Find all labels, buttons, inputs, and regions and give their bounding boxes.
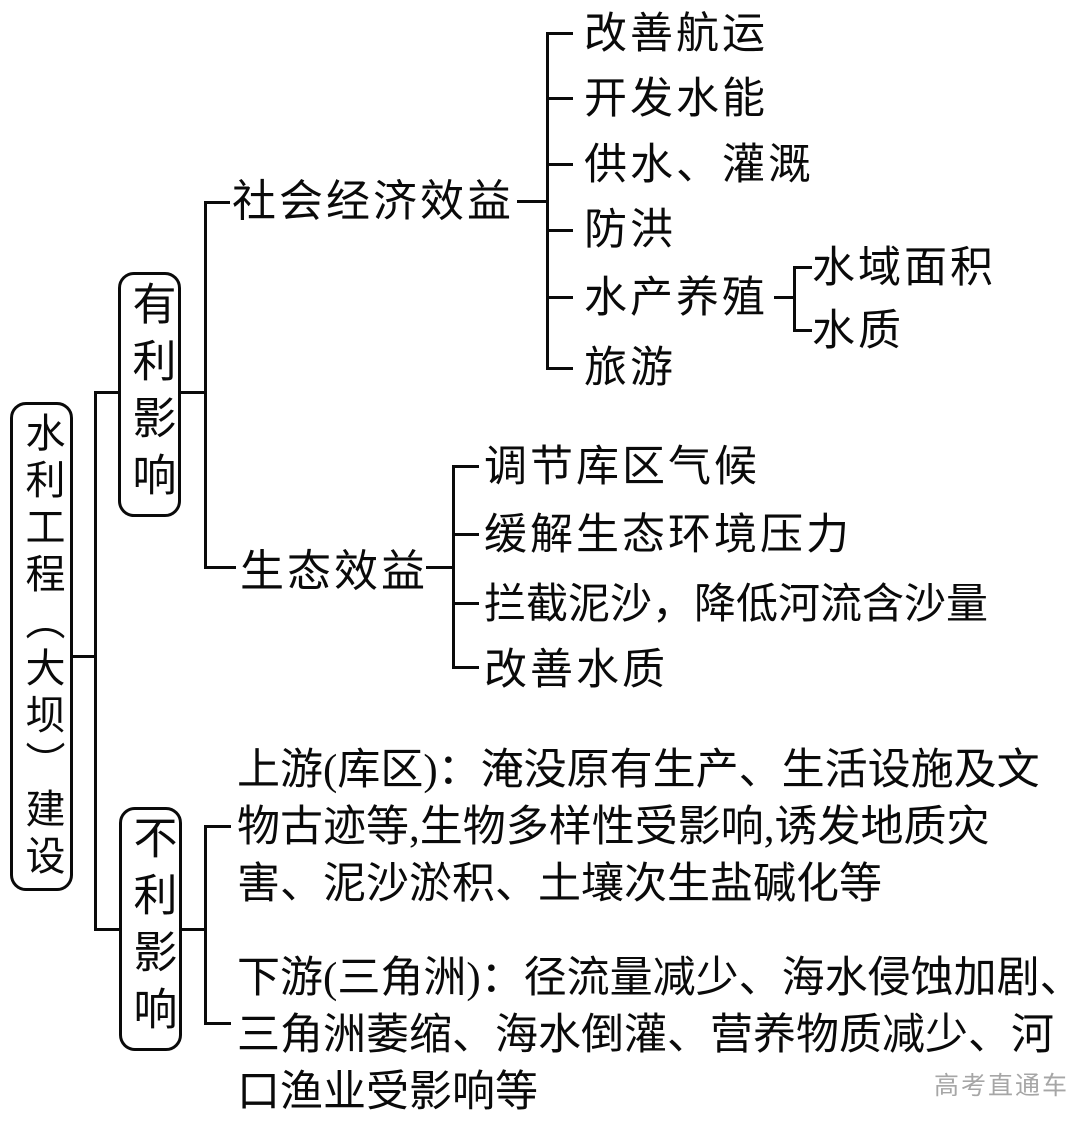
connector-socio-bracket [546,32,549,370]
node-aquaculture: 水产养殖 [584,275,768,322]
watermark-text: 高考直通车 [934,1072,1070,1100]
connector-tick-aquaculture [546,296,573,299]
downstream-line-1: 下游(三角洲)：径流量减少、海水侵蚀加剧、 [237,955,1080,1002]
connector-tick-improve-water [452,666,479,669]
connector-tick-irrigation [546,163,573,166]
node-flood-control: 防洪 [584,207,676,254]
node-develop-hydropower: 开发水能 [584,76,768,123]
connector-tick-tourism [546,367,573,370]
connector-tick-water-area [793,266,812,269]
connector-favorable-bracket [204,201,207,569]
unfavorable-branch-label: 不利影响 [126,815,176,1043]
node-improve-shipping: 改善航运 [584,11,768,58]
connector-unfavorable-bracket [204,825,207,1025]
connector-tick-sediment [452,602,479,605]
connector-tick-flood [546,229,573,232]
connector-aquaculture-bracket [793,266,796,332]
connector-eco-bracket [452,465,455,669]
node-ease-eco-pressure: 缓解生态环境压力 [484,512,852,559]
upstream-line-2: 物古迹等,生物多样性受影响,诱发地质灾 [237,804,990,851]
downstream-line-3: 口渔业受影响等 [237,1069,538,1116]
paragraph-downstream: 下游(三角洲)：径流量减少、海水侵蚀加剧、 三角洲萎缩、海水倒灌、营养物质减少、… [237,950,1080,1121]
node-water-supply-irrigation: 供水、灌溉 [584,142,814,189]
connector-tick-water-quality [793,329,812,332]
connector-unfavorable-right [181,928,207,931]
node-ecological: 生态效益 [240,547,428,596]
paragraph-upstream: 上游(库区)：淹没原有生产、生活设施及文 物古迹等,生物多样性受影响,诱发地质灾… [237,742,1040,913]
connector-root-stub [72,655,96,658]
upstream-line-3: 害、泥沙淤积、土壤次生盐碱化等 [237,861,882,908]
connector-tick-eco-pressure [452,533,479,536]
downstream-line-2: 三角洲萎缩、海水倒灌、营养物质减少、河 [237,1012,1054,1059]
upstream-line-1: 上游(库区)：淹没原有生产、生活设施及文 [237,747,1040,794]
root-node-box: 水利工程（大坝）建设 [10,402,73,891]
connector-tick-climate [452,465,479,468]
connector-socio-dash [517,200,548,203]
connector-tick-hydropower [546,97,573,100]
connector-eco-dash [426,566,455,569]
favorable-branch-box: 有利影响 [118,272,181,517]
favorable-branch-label: 有利影响 [125,280,175,509]
connector-tick-downstream [204,1022,231,1025]
connector-tick-socio [204,201,230,204]
connector-tick-shipping [546,32,573,35]
connector-tick-eco [204,566,236,569]
node-improve-water-quality: 改善水质 [484,647,668,694]
connector-tick-upstream [204,825,231,828]
connector-aquaculture-dash [774,296,795,299]
unfavorable-branch-box: 不利影响 [119,807,182,1051]
connector-favorable-right [181,391,207,394]
node-water-quality: 水质 [812,308,904,355]
connector-to-unfavorable [94,928,121,931]
node-water-area: 水域面积 [812,245,996,292]
root-node-label: 水利工程（大坝）建设 [19,411,65,882]
node-tourism: 旅游 [584,345,676,392]
connector-to-favorable [94,391,121,394]
connector-main-bracket [94,391,97,931]
node-intercept-sediment: 拦截泥沙，降低河流含沙量 [484,582,989,628]
node-socio-economic: 社会经济效益 [232,177,514,226]
node-regulate-reservoir-climate: 调节库区气候 [484,444,760,491]
